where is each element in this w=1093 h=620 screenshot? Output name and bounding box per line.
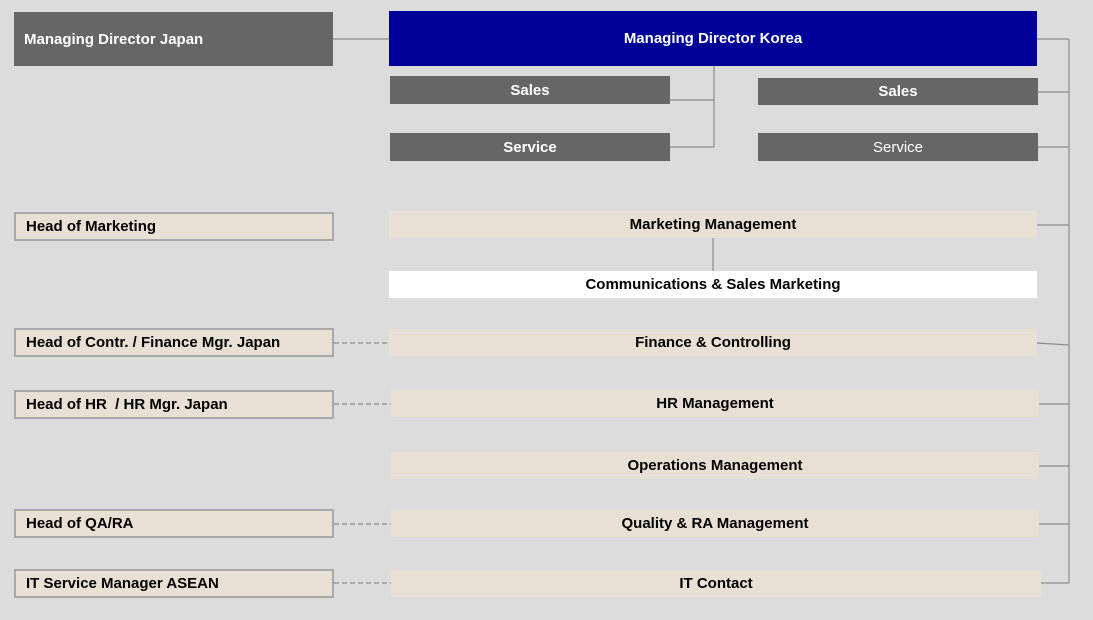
head-of-finance-box: Head of Contr. / Finance Mgr. Japan [14, 328, 334, 357]
managing-director-japan-label: Managing Director Japan [24, 30, 204, 48]
hr-management-box: HR Management [391, 390, 1039, 417]
head-of-marketing-label: Head of Marketing [26, 218, 157, 235]
hr-management-label: HR Management [656, 395, 774, 412]
head-of-hr-box: Head of HR / HR Mgr. Japan [14, 390, 334, 419]
head-of-marketing-box: Head of Marketing [14, 212, 334, 241]
managing-director-korea-box: Managing Director Korea [389, 11, 1037, 66]
operations-management-label: Operations Management [627, 457, 803, 474]
sales-right-label: Sales [878, 83, 918, 100]
service-korea-box: Service [390, 133, 670, 161]
it-service-manager-label: IT Service Manager ASEAN [26, 575, 219, 592]
it-service-manager-box: IT Service Manager ASEAN [14, 569, 334, 598]
service-korea-label: Service [503, 138, 557, 156]
quality-ra-management-box: Quality & RA Management [391, 510, 1039, 537]
communications-label: Communications & Sales Marketing [585, 276, 841, 293]
quality-ra-management-label: Quality & RA Management [621, 515, 809, 532]
service-right-box: Service [758, 133, 1038, 161]
finance-controlling-box: Finance & Controlling [389, 329, 1037, 356]
marketing-management-box: Marketing Management [389, 211, 1037, 238]
head-of-finance-label: Head of Contr. / Finance Mgr. Japan [26, 334, 281, 351]
it-contact-label: IT Contact [679, 575, 753, 592]
head-of-qa-label: Head of QA/RA [26, 515, 134, 532]
marketing-management-label: Marketing Management [629, 216, 797, 233]
sales-korea-box: Sales [390, 76, 670, 104]
sales-right-box: Sales [758, 78, 1038, 105]
finance-controlling-label: Finance & Controlling [635, 334, 791, 351]
it-contact-box: IT Contact [391, 570, 1041, 597]
operations-management-box: Operations Management [391, 452, 1039, 479]
head-of-hr-label: Head of HR / HR Mgr. Japan [26, 396, 228, 413]
managing-director-korea-label: Managing Director Korea [623, 30, 803, 47]
communications-box: Communications & Sales Marketing [389, 271, 1037, 298]
managing-director-japan-box: Managing Director Japan [14, 12, 333, 66]
service-right-label: Service [872, 138, 924, 156]
head-of-qa-box: Head of QA/RA [14, 509, 334, 538]
sales-korea-label: Sales [510, 81, 550, 99]
